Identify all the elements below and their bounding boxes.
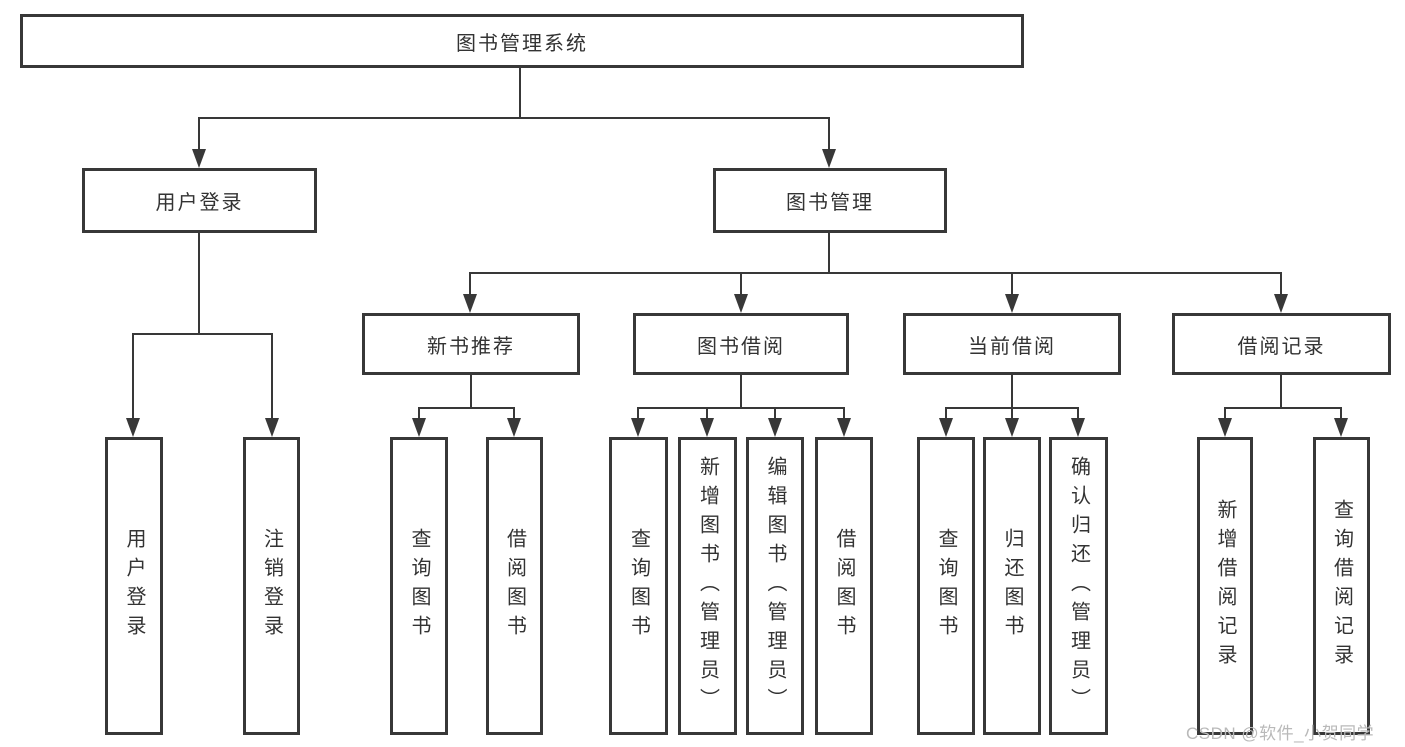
- leaf-edit-books-admin-label: 编辑图书（管理员）: [764, 455, 786, 717]
- arrowhead-record-leaf-2: [1334, 418, 1348, 437]
- leaf-return-books-label: 归还图书: [1001, 528, 1023, 644]
- leaf-borrow-books-2: 借阅图书: [815, 437, 873, 735]
- leaf-add-books-admin: 新增图书（管理员）: [678, 437, 737, 735]
- connector-root-bar: [198, 117, 830, 119]
- node-current-borrow: 当前借阅: [903, 313, 1121, 375]
- node-borrow-record: 借阅记录: [1172, 313, 1391, 375]
- leaf-logout-label: 注销登录: [260, 528, 283, 644]
- arrowhead-to-user-login: [192, 149, 206, 168]
- leaf-query-books-3: 查询图书: [917, 437, 975, 735]
- connector-record-drop-1: [1224, 407, 1226, 420]
- node-book-management: 图书管理: [713, 168, 947, 233]
- arrowhead-to-current-borrow: [1005, 294, 1019, 313]
- connector-mgmt-drop-3: [1011, 272, 1013, 296]
- node-user-login-label: 用户登录: [155, 192, 244, 214]
- connector-record-drop-2: [1340, 407, 1342, 420]
- connector-login-bar: [132, 333, 273, 335]
- leaf-logout: 注销登录: [243, 437, 300, 735]
- leaf-query-books-1-label: 查询图书: [408, 528, 430, 644]
- arrowhead-record-leaf-1: [1218, 418, 1232, 437]
- leaf-query-books-2-label: 查询图书: [627, 528, 650, 644]
- arrowhead-to-logout-leaf: [265, 418, 279, 437]
- leaf-edit-books-admin: 编辑图书（管理员）: [746, 437, 804, 735]
- leaf-borrow-books-1: 借阅图书: [486, 437, 543, 735]
- connector-root-drop-mgmt: [828, 117, 830, 151]
- leaf-return-books: 归还图书: [983, 437, 1041, 735]
- arrowhead-to-user-login-leaf: [126, 418, 140, 437]
- connector-newrec-drop-1: [418, 407, 420, 420]
- connector-current-drop-3: [1077, 407, 1079, 420]
- arrowhead-borrow-leaf-4: [837, 418, 851, 437]
- leaf-user-login-label: 用户登录: [123, 528, 145, 644]
- connector-newrec-bar: [418, 407, 515, 409]
- connector-mgmt-bar: [469, 272, 1281, 274]
- arrowhead-to-borrow-record: [1274, 294, 1288, 313]
- connector-root-drop-login: [198, 117, 200, 151]
- leaf-query-borrow-record-label: 查询借阅记录: [1330, 499, 1353, 673]
- connector-borrow-stem: [740, 375, 742, 408]
- connector-root-stem: [519, 68, 521, 118]
- leaf-query-books-1: 查询图书: [390, 437, 448, 735]
- connector-newrec-stem: [470, 375, 472, 408]
- connector-mgmt-drop-2: [740, 272, 742, 296]
- arrowhead-to-book-borrow: [734, 294, 748, 313]
- connector-mgmt-stem: [828, 233, 830, 273]
- connector-record-stem: [1280, 375, 1282, 408]
- arrowhead-to-new-book-recommend: [463, 294, 477, 313]
- arrowhead-to-book-management: [822, 149, 836, 168]
- connector-mgmt-drop-4: [1280, 272, 1282, 296]
- leaf-query-books-3-label: 查询图书: [935, 528, 957, 644]
- node-root: 图书管理系统: [20, 14, 1024, 68]
- leaf-borrow-books-2-label: 借阅图书: [833, 528, 855, 644]
- node-borrow-record-label: 借阅记录: [1237, 335, 1326, 358]
- arrowhead-newrec-leaf-2: [507, 418, 521, 437]
- leaf-confirm-return-admin-label: 确认归还（管理员）: [1067, 455, 1090, 717]
- connector-newrec-drop-2: [513, 407, 515, 420]
- leaf-query-borrow-record: 查询借阅记录: [1313, 437, 1370, 735]
- arrowhead-newrec-leaf-1: [412, 418, 426, 437]
- leaf-borrow-books-1-label: 借阅图书: [503, 528, 526, 644]
- node-current-borrow-label: 当前借阅: [968, 335, 1056, 358]
- leaf-add-borrow-record: 新增借阅记录: [1197, 437, 1253, 735]
- node-book-management-label: 图书管理: [786, 192, 874, 214]
- leaf-query-books-2: 查询图书: [609, 437, 668, 735]
- connector-borrow-drop-1: [637, 407, 639, 420]
- leaf-user-login: 用户登录: [105, 437, 163, 735]
- connector-borrow-bar: [637, 407, 845, 409]
- node-new-book-recommend: 新书推荐: [362, 313, 580, 375]
- node-book-borrow: 图书借阅: [633, 313, 849, 375]
- connector-borrow-drop-4: [843, 407, 845, 420]
- csdn-watermark: CSDN @软件_小贺同学: [1186, 724, 1375, 743]
- arrowhead-borrow-leaf-1: [631, 418, 645, 437]
- leaf-confirm-return-admin: 确认归还（管理员）: [1049, 437, 1108, 735]
- connector-login-drop-1: [132, 333, 134, 419]
- connector-borrow-drop-2: [706, 407, 708, 420]
- node-root-label: 图书管理系统: [456, 32, 588, 55]
- node-user-login: 用户登录: [82, 168, 317, 233]
- arrowhead-current-leaf-3: [1071, 418, 1085, 437]
- arrowhead-borrow-leaf-2: [700, 418, 714, 437]
- connector-current-stem: [1011, 375, 1013, 408]
- connector-login-drop-2: [271, 333, 273, 419]
- leaf-add-books-admin-label: 新增图书（管理员）: [696, 455, 719, 717]
- connector-borrow-drop-3: [774, 407, 776, 420]
- arrowhead-current-leaf-1: [939, 418, 953, 437]
- node-book-borrow-label: 图书借阅: [697, 335, 785, 358]
- connector-current-drop-2: [1011, 407, 1013, 420]
- connector-login-stem: [198, 233, 200, 334]
- leaf-add-borrow-record-label: 新增借阅记录: [1214, 499, 1236, 673]
- connector-mgmt-drop-1: [469, 272, 471, 296]
- node-new-book-recommend-label: 新书推荐: [427, 335, 515, 358]
- connector-current-drop-1: [945, 407, 947, 420]
- connector-record-bar: [1224, 407, 1342, 409]
- arrowhead-current-leaf-2: [1005, 418, 1019, 437]
- arrowhead-borrow-leaf-3: [768, 418, 782, 437]
